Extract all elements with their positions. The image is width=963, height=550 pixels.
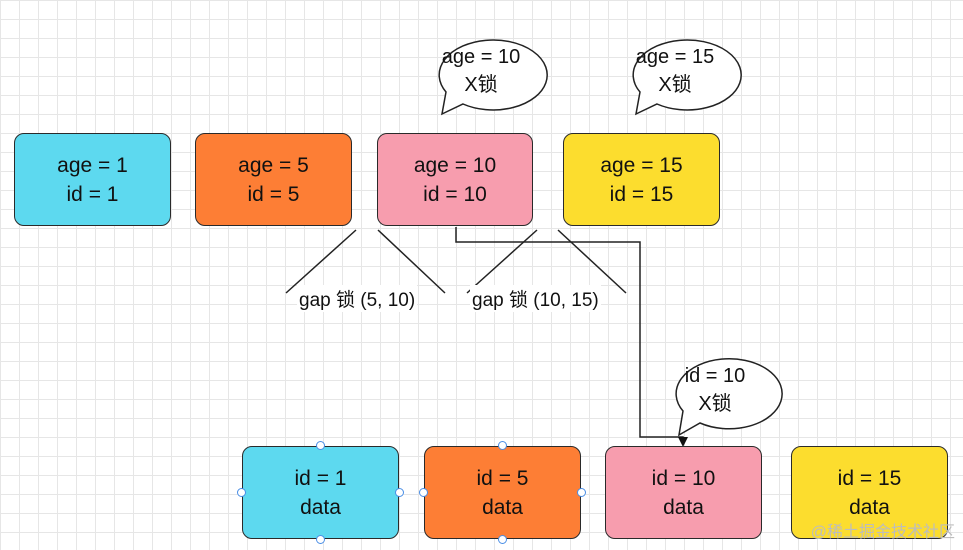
gap-line-left-1 — [285, 229, 357, 294]
data-node-id15[interactable]: id = 15 data — [791, 446, 948, 539]
data-node-id1[interactable]: id = 1 data — [242, 446, 399, 539]
bubble-outline-id10 — [675, 358, 783, 437]
gap-line-right-1 — [377, 229, 446, 294]
index-node-age5[interactable]: age = 5 id = 5 — [195, 133, 352, 226]
gap-lock-label-5-10: gap 锁 (5, 10) — [297, 285, 418, 312]
bubble-outline-age15 — [632, 39, 742, 116]
bubble-id10: id = 10 X锁 — [684, 365, 746, 415]
selection-handle-bottom[interactable] — [316, 535, 325, 544]
selection-handle-top[interactable] — [316, 441, 325, 450]
selection-handle-top[interactable] — [498, 441, 507, 450]
selection-handle-right[interactable] — [395, 488, 404, 497]
gap-lock-label-10-15: gap 锁 (10, 15) — [470, 285, 601, 312]
lookup-arrow — [455, 227, 688, 447]
selection-handle-left[interactable] — [419, 488, 428, 497]
gap-line-right-2 — [557, 229, 627, 294]
index-node-age15[interactable]: age = 15 id = 15 — [563, 133, 720, 226]
index-node-age10[interactable]: age = 10 id = 10 — [377, 133, 533, 226]
gap-line-left-2 — [466, 229, 538, 294]
index-node-age1[interactable]: age = 1 id = 1 — [14, 133, 171, 226]
selection-handle-right[interactable] — [577, 488, 586, 497]
selection-handle-left[interactable] — [237, 488, 246, 497]
data-node-id10[interactable]: id = 10 data — [605, 446, 762, 539]
data-node-id5[interactable]: id = 5 data — [424, 446, 581, 539]
bubble-age10: age = 10 X锁 — [441, 46, 521, 96]
watermark: @稀土掘金技术社区 — [810, 524, 955, 541]
bubble-age15: age = 15 X锁 — [635, 46, 715, 96]
bubble-outline-age10 — [438, 39, 548, 116]
selection-handle-bottom[interactable] — [498, 535, 507, 544]
